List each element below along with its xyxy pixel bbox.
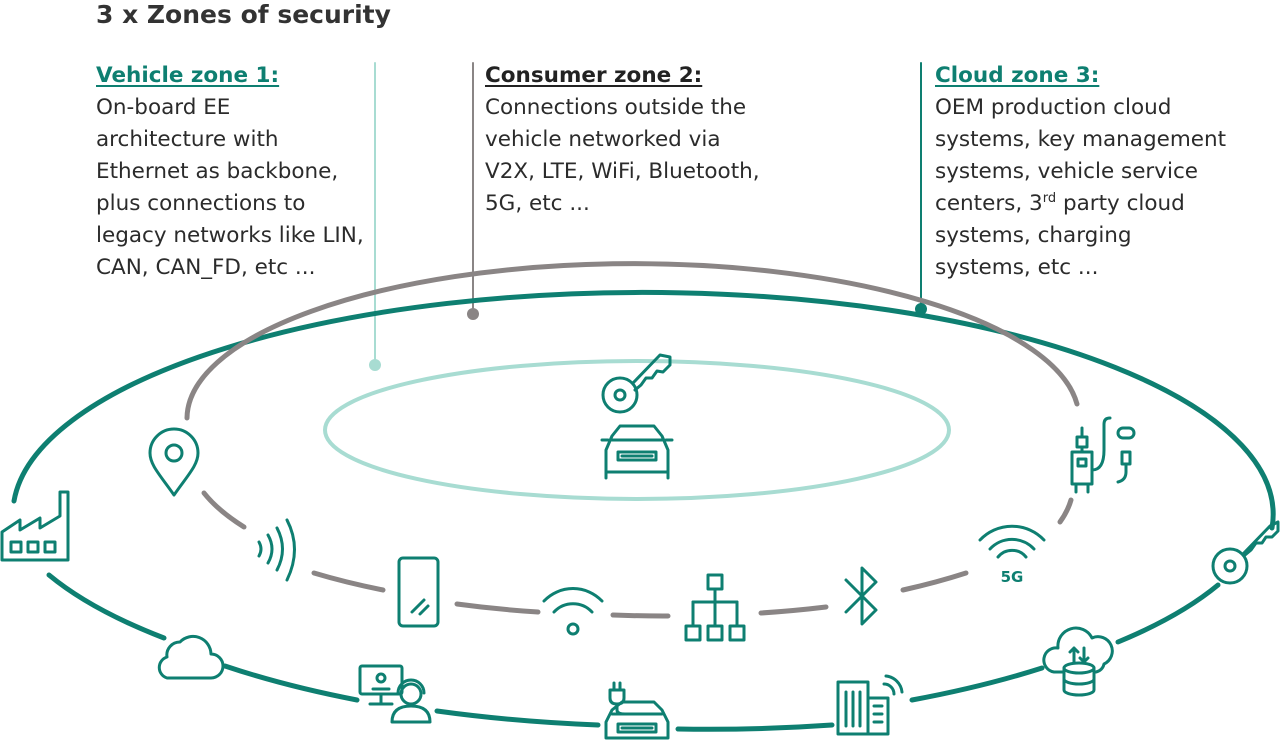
- cloud-zone-ring: [11, 289, 1276, 732]
- location-pin-icon: [148, 427, 200, 497]
- cloud-zone-marker: [915, 303, 927, 315]
- nfc-waves-icon: [257, 518, 296, 582]
- page-title: 3 x Zones of security: [96, 0, 391, 29]
- key-icon: [601, 353, 672, 414]
- consumer-zone-heading: Consumer zone 2:: [485, 63, 703, 88]
- consumer-zone-ring: [184, 261, 1080, 619]
- smart-building-icon: [836, 674, 904, 736]
- cloud-zone-text-start: OEM production cloud systems, key manage…: [935, 95, 1227, 216]
- cloud-zone-text-superscript: rd: [1042, 190, 1057, 206]
- ev-charging-car-icon: [604, 681, 670, 740]
- cloud-database-icon: [1042, 626, 1114, 697]
- consumer-zone-description: Consumer zone 2: Connections outside the…: [485, 60, 785, 220]
- 5g-signal-icon: 5G: [978, 524, 1046, 586]
- cloud-zone-text: OEM production cloud systems, key manage…: [935, 92, 1255, 284]
- smartphone-icon: [397, 556, 440, 628]
- consumer-zone-marker: [467, 308, 479, 320]
- vehicle-zone-ring: [323, 359, 951, 501]
- car-icon: [600, 424, 674, 480]
- cloud-zone-heading: Cloud zone 3:: [935, 63, 1100, 88]
- wifi-icon: [542, 587, 604, 636]
- vehicle-zone-text: On-board EE architecture with Ethernet a…: [96, 95, 364, 280]
- charging-station-icon: [1070, 416, 1136, 494]
- service-desk-icon: [358, 664, 432, 724]
- vehicle-zone-description: Vehicle zone 1: On-board EE architecture…: [96, 60, 386, 284]
- cloud-icon: [157, 634, 225, 680]
- vehicle-zone-heading: Vehicle zone 1:: [96, 63, 280, 88]
- consumer-zone-text: Connections outside the vehicle networke…: [485, 95, 760, 216]
- cloud-zone-description: Cloud zone 3: OEM production cloud syste…: [935, 60, 1255, 284]
- 5g-label: 5G: [1001, 568, 1024, 586]
- key-icon: [1211, 520, 1280, 585]
- network-hierarchy-icon: [684, 573, 746, 642]
- bluetooth-icon: [844, 566, 878, 626]
- cloud-zone-text-end: party cloud systems, charging systems, e…: [935, 191, 1185, 280]
- vehicle-zone-marker: [369, 359, 381, 371]
- factory-icon: [0, 490, 70, 562]
